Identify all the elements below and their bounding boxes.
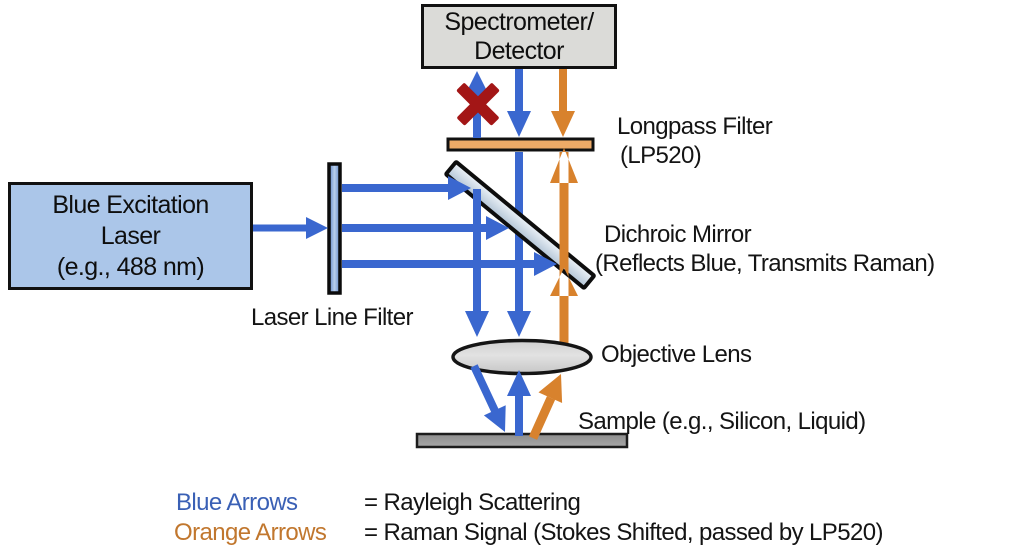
focused-beam-arrow xyxy=(470,364,506,432)
raman-arrow-up xyxy=(550,148,578,350)
raman-arrow-at-filter xyxy=(551,69,575,137)
raman-return-arrow xyxy=(528,374,563,440)
laser-label-line3: (e.g., 488 nm) xyxy=(56,252,205,281)
blocked-x-icon xyxy=(456,83,500,126)
laser-line-filter-shape xyxy=(327,162,342,295)
spectrometer-detector-box: Spectrometer/ Detector xyxy=(421,4,617,69)
detector-label-line2: Detector xyxy=(474,36,564,65)
sample-label: Sample (e.g., Silicon, Liquid) xyxy=(578,408,866,435)
dichroic-mirror-label: Dichroic Mirror (Reflects Blue, Transmit… xyxy=(595,221,935,277)
longpass-filter-shape xyxy=(446,137,595,152)
longpass-filter-label: Longpass Filter (LP520) xyxy=(617,113,773,169)
laser-line-filter-label: Laser Line Filter xyxy=(251,304,413,331)
legend-orange-definition: = Raman Signal (Stokes Shifted, passed b… xyxy=(364,519,883,546)
laser-label-line1: Blue Excitation xyxy=(52,190,209,219)
excitation-beam-3 xyxy=(342,252,557,276)
excitation-beam-2 xyxy=(342,216,509,240)
excitation-laser-box: Blue Excitation Laser (e.g., 488 nm) xyxy=(8,182,253,290)
legend-orange-term: Orange Arrows xyxy=(174,519,327,546)
objective-lens-shape xyxy=(451,338,593,376)
rayleigh-arrow-down-center xyxy=(507,152,531,337)
laser-label-line2: Laser xyxy=(100,221,161,250)
legend-blue-definition: = Rayleigh Scattering xyxy=(364,489,581,516)
excitation-beam-1 xyxy=(342,176,471,200)
laser-output-arrow xyxy=(253,217,328,239)
legend-blue-term: Blue Arrows xyxy=(176,489,298,516)
dichroic-mirror-shape xyxy=(444,160,596,290)
rayleigh-return-arrow xyxy=(507,370,531,436)
objective-lens-label: Objective Lens xyxy=(601,341,752,368)
detector-label-line1: Spectrometer/ xyxy=(444,7,594,36)
rayleigh-arrow-at-filter xyxy=(507,69,531,137)
